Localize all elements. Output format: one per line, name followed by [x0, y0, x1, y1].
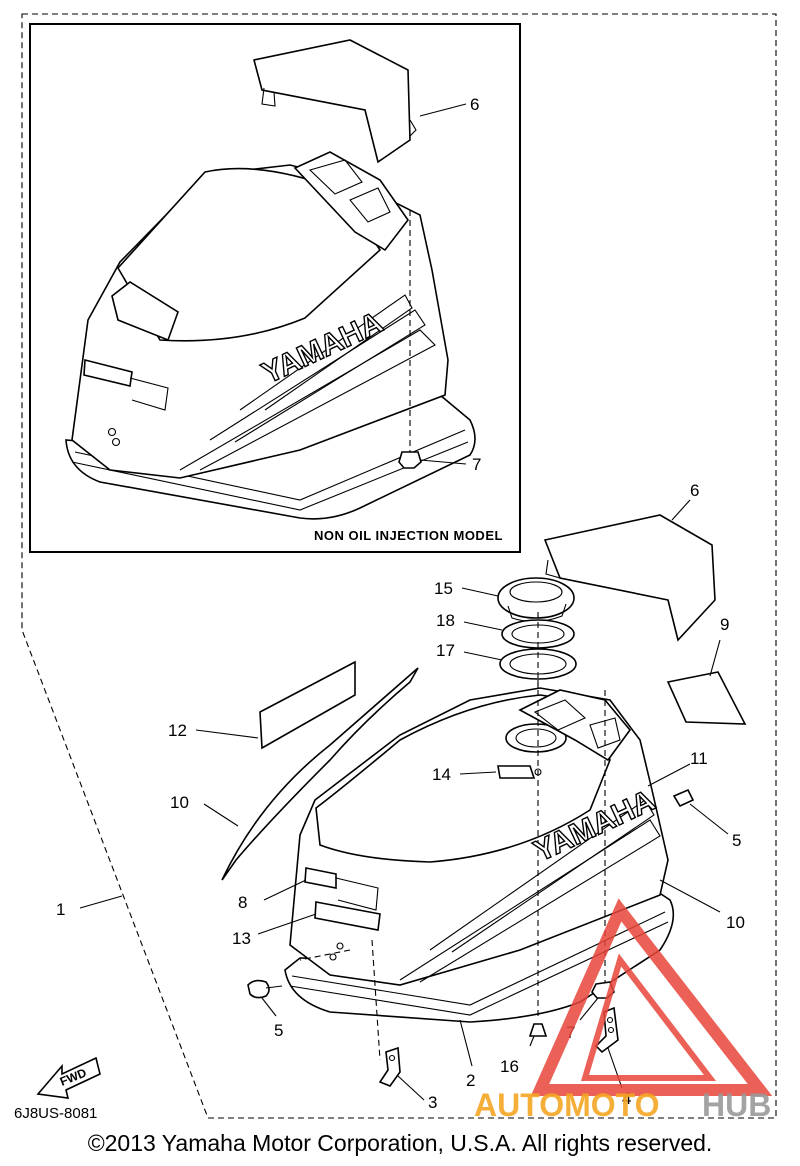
diagram-code: 6J8US-8081 [14, 1105, 97, 1122]
inset-callout-6: 6 [470, 95, 479, 114]
main-callouts: 1 2 3 4 5 5 6 7 8 9 10 10 11 12 13 14 [56, 481, 745, 1112]
inset-cowling [65, 39, 476, 520]
inset-callout-7: 7 [472, 455, 481, 474]
callout-1: 1 [56, 900, 65, 919]
fwd-arrow-icon [36, 1056, 101, 1099]
callout-9: 9 [720, 615, 729, 634]
callout-11: 11 [690, 749, 708, 768]
callout-5-left: 5 [274, 1021, 283, 1040]
callout-13: 13 [232, 929, 251, 948]
watermark-text-automoto: AUTOMOTO [474, 1087, 659, 1123]
callout-4: 4 [622, 1089, 631, 1108]
callout-14: 14 [432, 765, 451, 784]
callout-10-right: 10 [726, 913, 745, 932]
copyright-notice: ©2013 Yamaha Motor Corporation, U.S.A. A… [87, 1130, 713, 1156]
callout-16: 16 [500, 1057, 519, 1076]
callout-3: 3 [428, 1093, 437, 1112]
callout-6: 6 [690, 481, 699, 500]
watermark-logo [530, 898, 773, 1096]
callout-10-left: 10 [170, 793, 189, 812]
callout-5-right: 5 [732, 831, 741, 850]
callout-2: 2 [466, 1071, 475, 1090]
main-cowling [221, 514, 747, 1087]
watermark-text-hub: HUB [702, 1087, 771, 1123]
callout-15: 15 [434, 579, 453, 598]
callout-8: 8 [238, 893, 247, 912]
inset-caption: NON OIL INJECTION MODEL [314, 528, 503, 543]
callout-18: 18 [436, 611, 455, 630]
outer-dashed-boundary [21, 13, 777, 1119]
callout-12: 12 [168, 721, 187, 740]
callout-17: 17 [436, 641, 455, 660]
